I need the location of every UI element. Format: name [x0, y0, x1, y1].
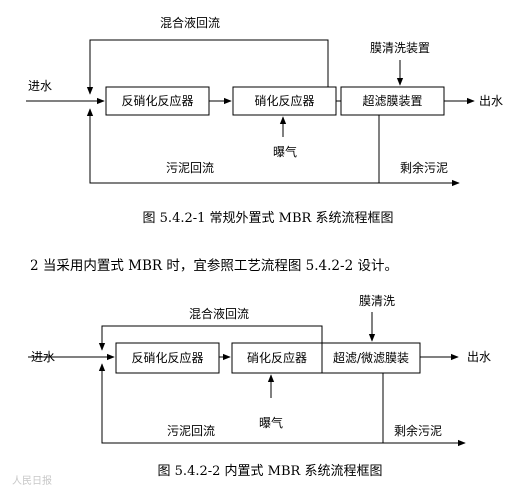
denitrification-reactor-label-2: 反硝化反应器 [131, 350, 203, 365]
excess-sludge-label: 剩余污泥 [400, 160, 448, 175]
mixed-liquor-return-line-2 [98, 325, 323, 351]
mixed-liquor-return-line [86, 39, 329, 95]
denitrification-reactor-label: 反硝化反应器 [121, 93, 193, 108]
membrane-unit-label: 超滤/微滤膜装 [333, 350, 409, 365]
paragraph-number: 2 [30, 258, 39, 274]
inlet-label: 进水 [28, 79, 52, 93]
aeration-label-2: 曝气 [259, 415, 283, 430]
excess-sludge-label-2: 剩余污泥 [394, 423, 442, 438]
instruction-paragraph: 2 当采用内置式 MBR 时，宜参照工艺流程图 5.4.2-2 设计。 [30, 257, 398, 274]
denitrification-reactor-box-2 [115, 342, 220, 374]
membrane-cleaning-label: 膜清洗装置 [370, 41, 430, 55]
inlet-label-2: 进水 [31, 350, 55, 364]
outlet-label-2: 出水 [467, 350, 491, 364]
nitrification-reactor-box [232, 86, 337, 116]
watermark-text: 人民日报 [12, 474, 52, 487]
sludge-return-line [86, 108, 380, 184]
sludge-return-label: 污泥回流 [166, 161, 214, 175]
paragraph-text: 当采用内置式 MBR 时，宜参照工艺流程图 5.4.2-2 设计。 [39, 257, 398, 274]
diagram-external-mbr: 反硝化反应器 硝化反应器 超滤膜装置 进水 出水 混合液回流 膜清洗装置 曝气 … [26, 15, 503, 226]
sludge-return-line-2 [98, 363, 384, 444]
aeration-label: 曝气 [273, 144, 297, 159]
sludge-return-label-2: 污泥回流 [167, 424, 215, 438]
outlet-label: 出水 [479, 94, 503, 108]
membrane-cleaning-label-2: 膜清洗 [359, 294, 395, 308]
diagram1-caption: 图 5.4.2-1 常规外置式 MBR 系统流程框图 [143, 211, 394, 226]
diagram2-caption: 图 5.4.2-2 内置式 MBR 系统流程框图 [158, 463, 383, 479]
denitrification-reactor-box [105, 86, 210, 116]
mixed-liquor-return-label-2: 混合液回流 [189, 306, 249, 321]
ultrafiltration-unit-label: 超滤膜装置 [362, 93, 422, 108]
nitrification-reactor-label: 硝化反应器 [254, 93, 314, 108]
nitrification-reactor-label-2: 硝化反应器 [247, 350, 307, 365]
mixed-liquor-return-label: 混合液回流 [160, 15, 220, 30]
ultrafiltration-unit-box [340, 86, 445, 116]
diagram-internal-mbr: 反硝化反应器 硝化反应器 超滤/微滤膜装 进水 出水 混合液回流 膜清洗 曝气 … [28, 294, 491, 479]
nitrification-membrane-tank-box [231, 342, 421, 374]
